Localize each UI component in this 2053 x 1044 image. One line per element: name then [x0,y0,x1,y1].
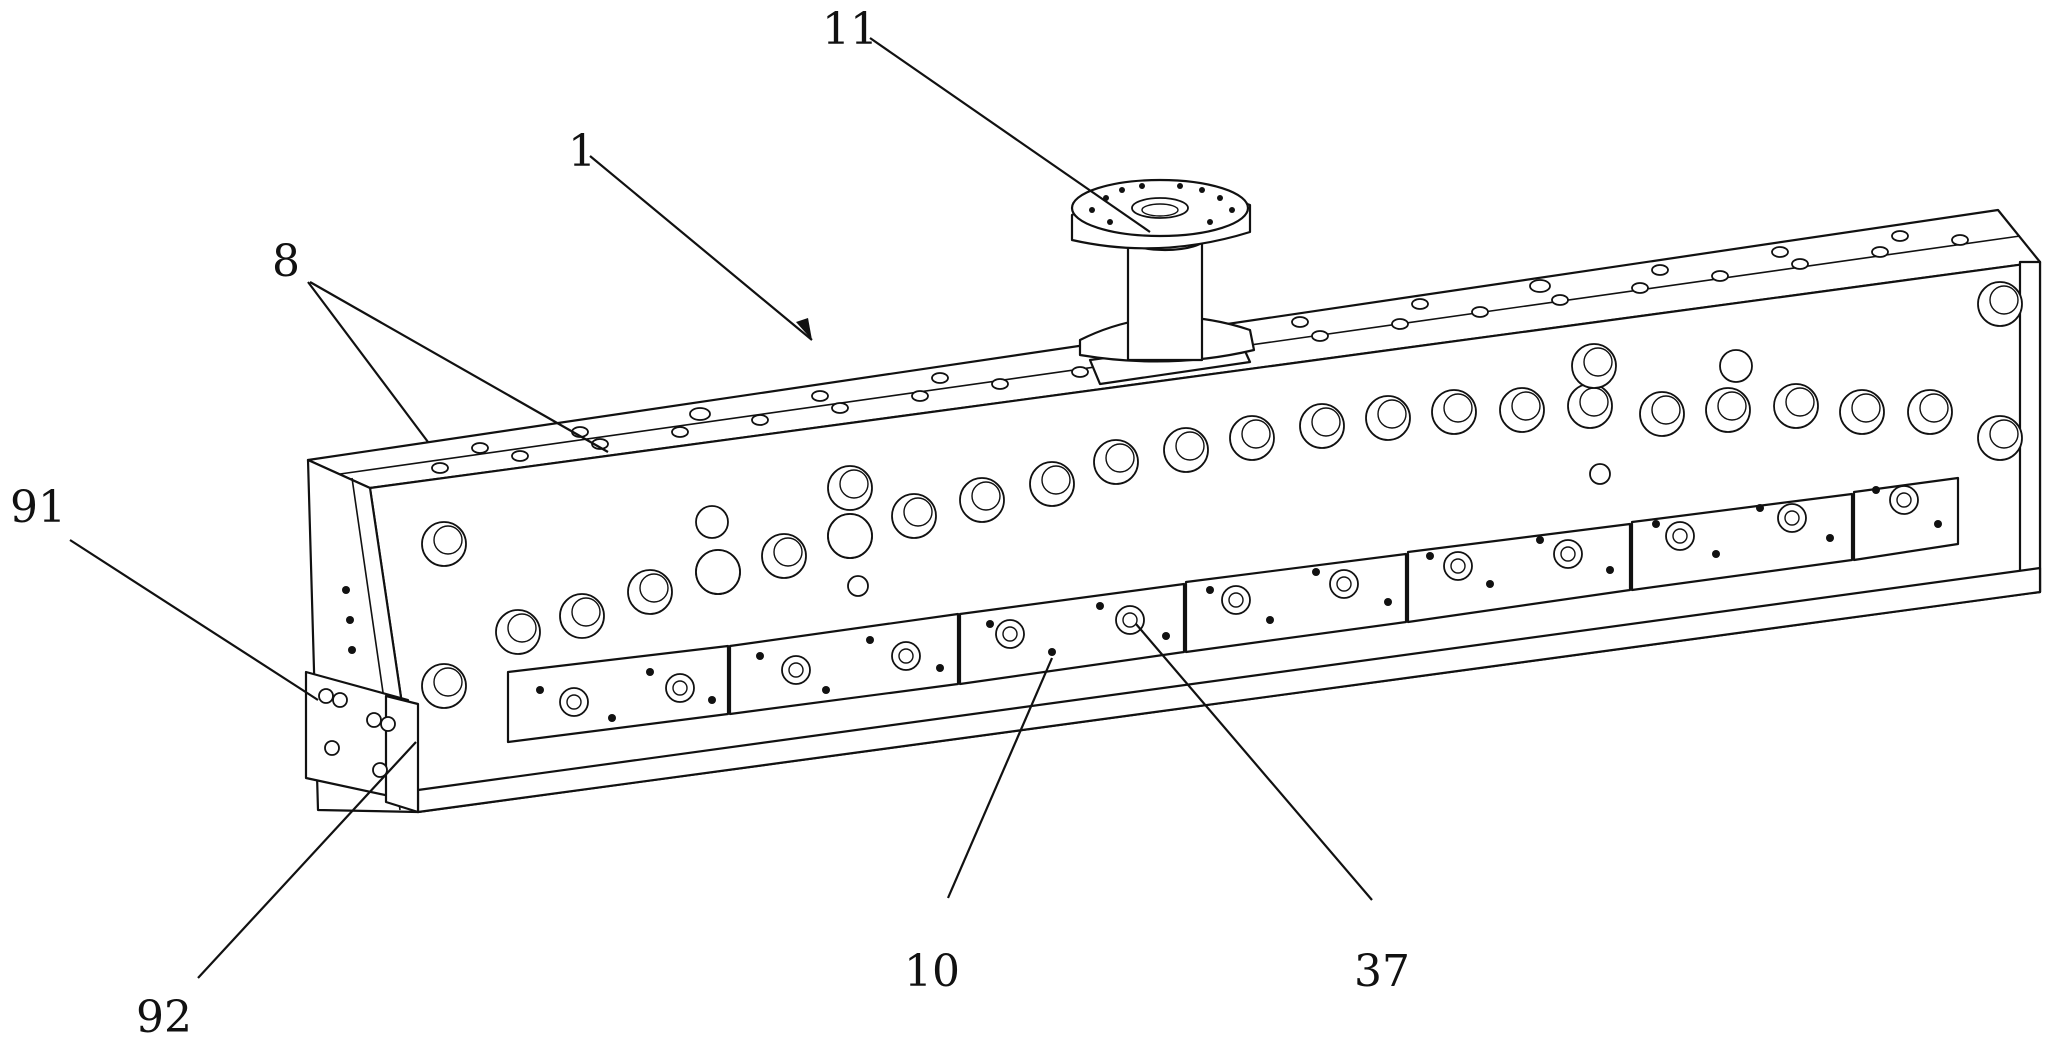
side-plate [304,586,420,814]
label-1: 1 [568,126,596,177]
front-face-bores [421,281,2023,709]
feed-flange [1070,178,1256,386]
lip-plates [506,476,1960,744]
push-bolts [559,485,1919,717]
plate-screws [536,486,1942,722]
top-face-holes [431,230,1969,474]
label-37: 37 [1354,946,1410,997]
label-11: 11 [822,4,878,55]
reference-labels: 1 8 11 91 92 10 37 [10,4,1410,1043]
die-right-plate [2018,260,2042,594]
label-8: 8 [272,236,300,287]
leader-lines [69,37,1373,979]
label-10: 10 [904,946,960,997]
label-92: 92 [136,992,192,1043]
label-91: 91 [10,482,66,533]
